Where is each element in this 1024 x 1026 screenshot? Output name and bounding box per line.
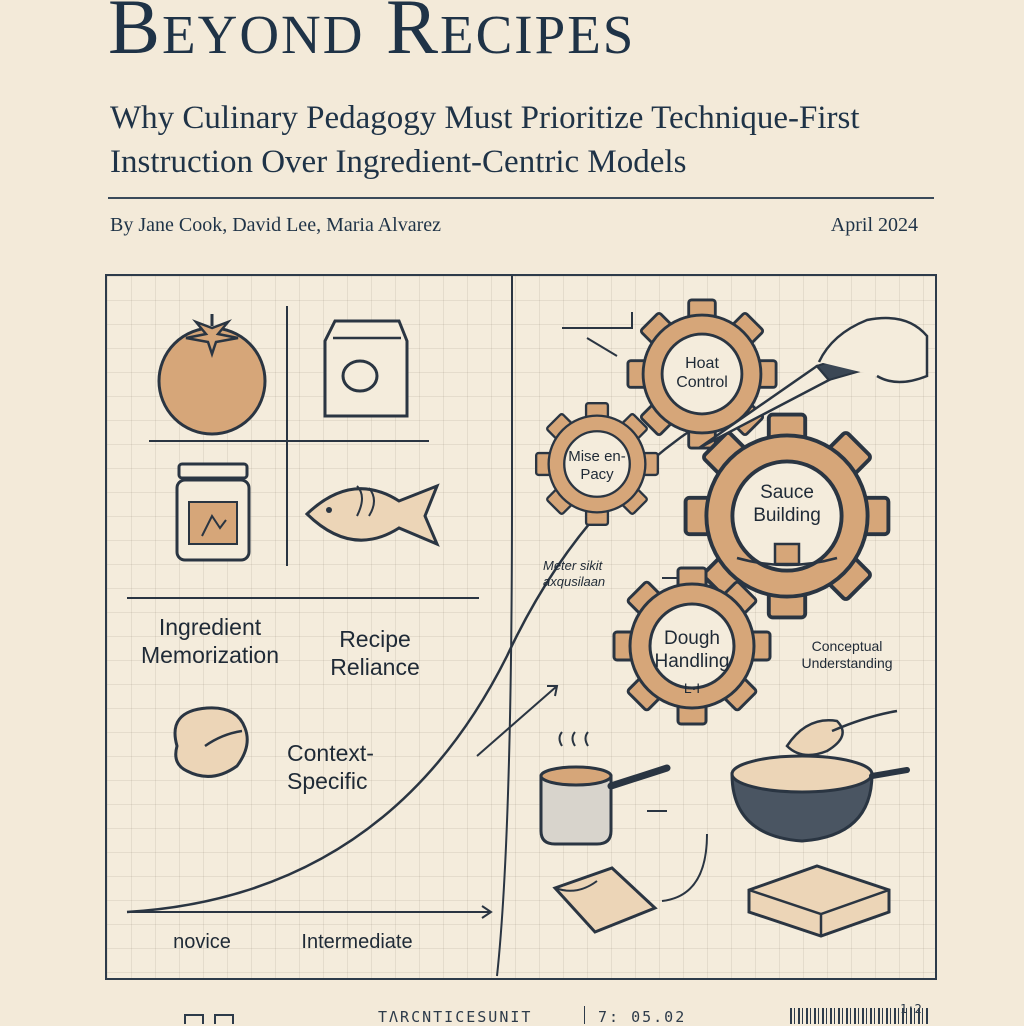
knife-icon [698, 316, 929, 450]
annotation-meter: Meter sikit axqusilaan [543, 558, 606, 589]
frying-pan-icon [730, 709, 910, 843]
date: April 2024 [830, 214, 918, 236]
byline: By Jane Cook, David Lee, Maria Alvarez [110, 214, 442, 236]
footer-number: 7: 05.02 [598, 1008, 687, 1026]
gear-label-mise-en-place: Mise en-Pacy [568, 448, 626, 483]
illustration-panel: Ingredient Memorization Recipe Reliance … [105, 274, 937, 980]
barcode [790, 1008, 930, 1024]
footer-divider [584, 1006, 585, 1024]
title: Beyond Recipes [108, 0, 636, 70]
annotation-conceptual-understanding: Conceptual Understanding [801, 638, 893, 671]
dough-icon [173, 706, 249, 778]
label-intermediate: Intermediate [301, 931, 413, 953]
label-context-specific: Context-Specific [287, 740, 374, 794]
flour-bag-icon [323, 319, 409, 418]
illustration-svg [126, 276, 929, 977]
jar-icon [175, 462, 251, 562]
dough-gear-note: Ŀ·I [683, 680, 701, 696]
pastry-sheet-icon [552, 833, 708, 934]
fish-icon [304, 483, 440, 547]
saucepan-icon [539, 731, 671, 846]
subtitle: Why Culinary Pedagogy Must Prioritize Te… [110, 100, 860, 180]
label-recipe-reliance: Recipe Reliance [330, 626, 420, 680]
title-rule [108, 197, 934, 199]
gear-label-heat-control: Hoat Control [676, 355, 728, 392]
butter-block-icon [747, 864, 891, 938]
footer-marks [184, 1014, 240, 1024]
footer-code: TΛRCNTICESUNIT [378, 1008, 533, 1026]
gear-label-dough-handling: Dough Handling [654, 628, 730, 672]
gear-label-sauce-building: Sauce Building [753, 482, 821, 526]
label-novice: novice [173, 931, 231, 953]
tomato-icon [157, 314, 267, 436]
footer-page: 1:2 [900, 1002, 922, 1016]
label-ingredient-memorization: Ingredient Memorization [140, 614, 280, 668]
